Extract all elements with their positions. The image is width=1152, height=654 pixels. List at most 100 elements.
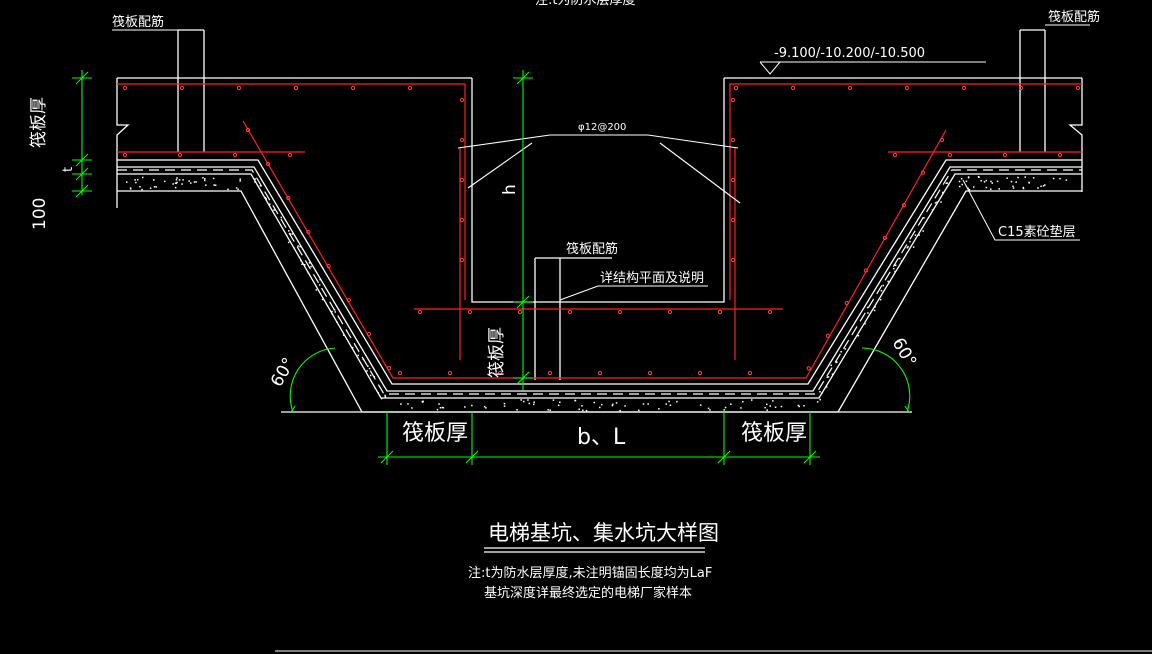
hatch-speck xyxy=(1040,185,1042,188)
hatch-speck xyxy=(293,247,296,250)
hatch-speck xyxy=(315,289,318,291)
rebar-dot xyxy=(179,85,185,91)
hatch-speck xyxy=(816,401,819,403)
hatch-speck xyxy=(945,182,948,184)
hatch-speck xyxy=(973,186,975,188)
hatch-speck xyxy=(965,180,968,183)
hatch-speck xyxy=(351,346,354,349)
hatch-speck xyxy=(990,188,992,190)
rebar-dot xyxy=(767,309,773,315)
waterproof-dashed-line xyxy=(117,169,1082,395)
hatch-speck xyxy=(923,217,925,219)
hatch-speck xyxy=(172,183,174,185)
hatch-speck xyxy=(844,348,847,350)
rebar-dot xyxy=(730,137,736,143)
hatch-speck xyxy=(384,396,387,398)
rebar-dot xyxy=(733,85,739,91)
hatch-speck xyxy=(174,186,177,189)
rebar-dot xyxy=(459,177,465,183)
rebar-dot xyxy=(1057,152,1063,158)
hatch-speck xyxy=(287,241,290,244)
hatch-speck xyxy=(483,405,486,408)
hatch-speck xyxy=(520,399,522,401)
hatch-speck xyxy=(766,409,768,411)
rebar-dot xyxy=(747,370,753,376)
hatch-speck xyxy=(918,234,920,236)
hatch-speck xyxy=(407,403,409,405)
rebar-dot xyxy=(567,309,573,315)
hatch-speck xyxy=(942,191,944,194)
hatch-speck xyxy=(362,358,365,361)
rebar-dot xyxy=(863,268,868,273)
hatch-speck xyxy=(289,233,291,235)
hatch-speck xyxy=(297,245,299,247)
rebar-dot xyxy=(730,177,736,183)
label-angle-right: 60° xyxy=(888,335,920,371)
hatch-speck xyxy=(578,408,580,410)
rebar-dots xyxy=(122,85,1081,376)
hatch-speck xyxy=(894,264,897,267)
hatch-speck xyxy=(176,181,178,184)
rebar-dot xyxy=(730,257,736,263)
hatch-speck xyxy=(582,409,584,412)
rebar-dot xyxy=(961,85,967,91)
hatch-speck xyxy=(265,198,267,200)
rebar-dot xyxy=(790,85,796,91)
rebar-dot xyxy=(825,333,830,338)
rebar-dot xyxy=(245,127,251,133)
hatch-speck xyxy=(922,230,924,232)
hatch-speck xyxy=(961,183,963,186)
hatch-speck xyxy=(669,404,672,406)
hatch-speck xyxy=(936,201,938,203)
rebar-dot xyxy=(901,203,907,208)
rebar-dot xyxy=(1002,152,1008,158)
rebar-dot xyxy=(122,85,128,91)
rebar-dot xyxy=(597,370,603,376)
rebar-dot xyxy=(920,170,926,175)
hatch-speck xyxy=(940,201,942,203)
hatch-speck xyxy=(873,309,876,312)
label-see-structure: 详结构平面及说明 xyxy=(600,271,704,286)
drawing-title: 电梯基坑、集水坑大样图 xyxy=(488,521,719,545)
hatch-speck xyxy=(164,180,166,183)
hatch-speck xyxy=(485,407,487,409)
hatch-speck xyxy=(280,216,282,219)
hatch-speck xyxy=(797,404,800,407)
hatch-speck xyxy=(384,394,386,397)
label-raft-rebar-center: 筏板配筋 xyxy=(566,241,618,257)
hatch-speck xyxy=(213,184,215,186)
hatch-speck xyxy=(130,188,132,190)
hatch-speck xyxy=(819,391,821,393)
hatch-speck xyxy=(174,182,177,184)
hatch-speck xyxy=(273,209,275,211)
label-bottom-thick-right: 筏板厚 xyxy=(741,421,807,446)
rebar-dot xyxy=(346,298,351,303)
hatch-speck xyxy=(181,183,183,185)
hatch-speck xyxy=(175,179,178,181)
hatch-speck xyxy=(835,361,837,364)
hatch-speck xyxy=(260,191,263,194)
hatch-speck xyxy=(310,265,312,268)
hatch-speck xyxy=(204,178,206,180)
hatch-speck xyxy=(585,409,588,412)
hatch-speck xyxy=(742,401,744,403)
rebar-dot xyxy=(547,370,553,376)
hatch-speck xyxy=(1012,187,1015,189)
hatch-speck xyxy=(894,270,896,273)
hatch-speck xyxy=(1006,177,1008,179)
hatch-speck xyxy=(126,181,128,183)
hatch-speck xyxy=(638,409,640,412)
hatch-speck xyxy=(1015,181,1017,183)
hatch-speck xyxy=(503,402,506,405)
hatch-speck xyxy=(321,298,324,301)
rebar-dot xyxy=(647,370,653,376)
hatch-speck xyxy=(367,365,369,367)
hatch-speck xyxy=(880,290,883,292)
hatch-speck xyxy=(319,278,321,281)
hatch-speck xyxy=(968,188,971,191)
hatch-speck xyxy=(619,409,621,412)
hatch-speck xyxy=(142,176,144,179)
hatch-speck xyxy=(985,179,988,182)
rebar-dot xyxy=(844,301,849,306)
